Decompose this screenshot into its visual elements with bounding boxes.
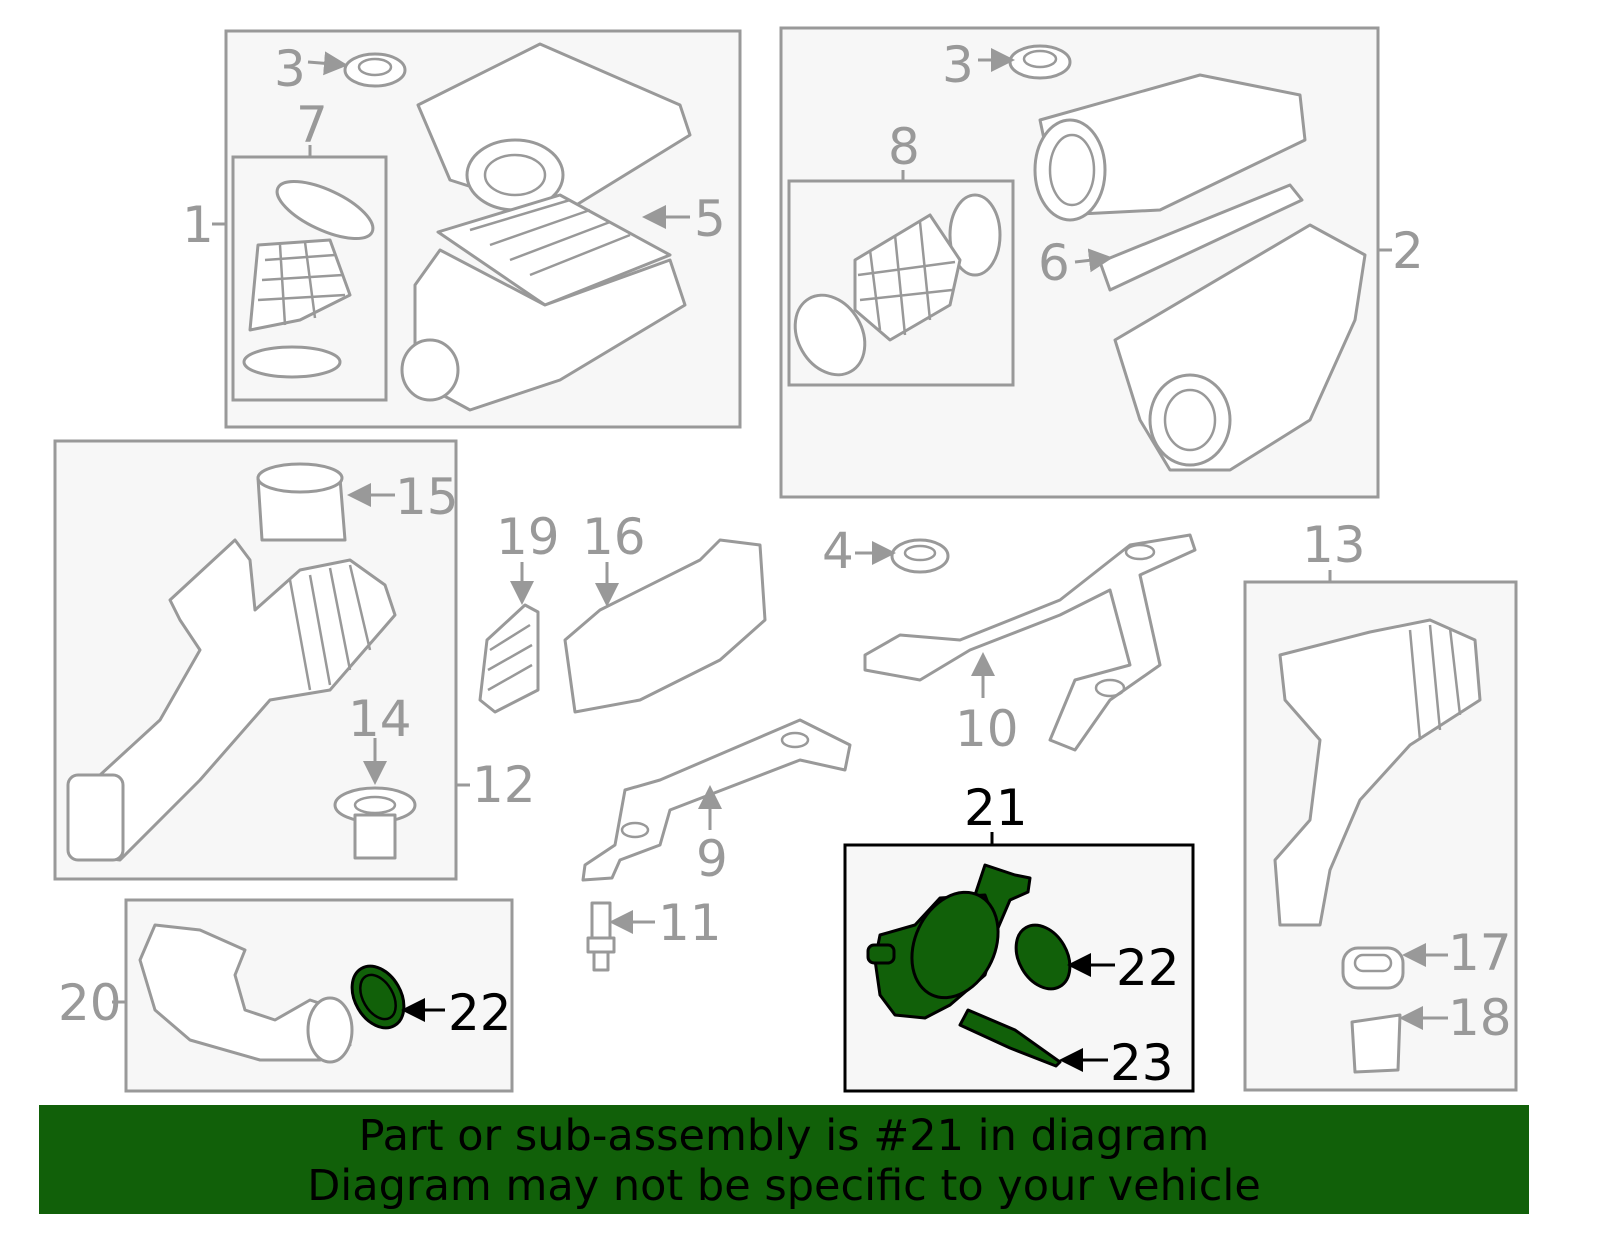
grommet-3-left (343, 52, 407, 88)
banner-line-2: Diagram may not be specific to your vehi… (307, 1161, 1261, 1211)
air-cleaner-lower-housing-part (400, 248, 687, 412)
grommet-18-part (1350, 1013, 1402, 1074)
info-banner: Part or sub-assembly is #21 in diagram D… (39, 1105, 1529, 1214)
callout-20: 20 (58, 974, 122, 1032)
callout-14: 14 (348, 690, 412, 748)
callout-13: 13 (1302, 516, 1366, 574)
callout-17: 17 (1448, 924, 1512, 982)
grommet-3-right (1008, 44, 1072, 80)
callout-3-left: 3 (274, 40, 306, 98)
callout-22-left: 22 (448, 984, 512, 1042)
banner-line-1: Part or sub-assembly is #21 in diagram (358, 1111, 1210, 1161)
bracket-9-part (581, 718, 852, 882)
air-cleaner-lower-housing-2-part (1113, 223, 1367, 472)
callout-8: 8 (888, 118, 920, 176)
air-filter-element-6-part (1098, 183, 1304, 292)
callout-23: 23 (1110, 1034, 1174, 1092)
air-filter-element-part (436, 193, 672, 307)
callout-1: 1 (182, 196, 214, 254)
air-cleaner-cover-part (416, 42, 692, 217)
air-intake-duct-13-part (1273, 618, 1482, 927)
sensor-11-part (586, 901, 616, 972)
screen-19-part (478, 603, 540, 714)
callout-7: 7 (296, 96, 328, 154)
callout-19: 19 (496, 508, 560, 566)
callout-4: 4 (822, 522, 854, 580)
seal-22-right-part[interactable] (1005, 916, 1081, 999)
callout-12: 12 (472, 756, 536, 814)
callout-11: 11 (658, 894, 722, 952)
mass-air-flow-sensor-21-part[interactable] (866, 863, 1032, 1020)
callout-21: 21 (964, 779, 1028, 837)
callout-10: 10 (955, 700, 1019, 758)
callout-9: 9 (696, 830, 728, 888)
grommet-4-part (890, 538, 950, 574)
intake-boot-7-part (242, 180, 375, 379)
grommet-17-part (1341, 946, 1405, 990)
intake-boot-8-part (793, 193, 1002, 377)
seal-22-left-part[interactable] (342, 957, 415, 1037)
air-intake-duct-12-part (66, 538, 397, 862)
callout-16: 16 (582, 508, 646, 566)
callout-6: 6 (1038, 234, 1070, 292)
air-cleaner-cover-2-part (1033, 73, 1307, 222)
callout-2: 2 (1392, 222, 1424, 280)
callout-3-right: 3 (942, 36, 974, 94)
air-duct-16-part (563, 538, 767, 714)
callout-18: 18 (1448, 989, 1512, 1047)
callout-15: 15 (395, 468, 459, 526)
bracket-10-part (863, 533, 1197, 752)
callout-5: 5 (694, 190, 726, 248)
intake-hose-20-part (138, 923, 354, 1064)
resonator-15-part (256, 462, 347, 542)
callout-22-right: 22 (1116, 939, 1180, 997)
grommet-14-part (333, 786, 417, 860)
